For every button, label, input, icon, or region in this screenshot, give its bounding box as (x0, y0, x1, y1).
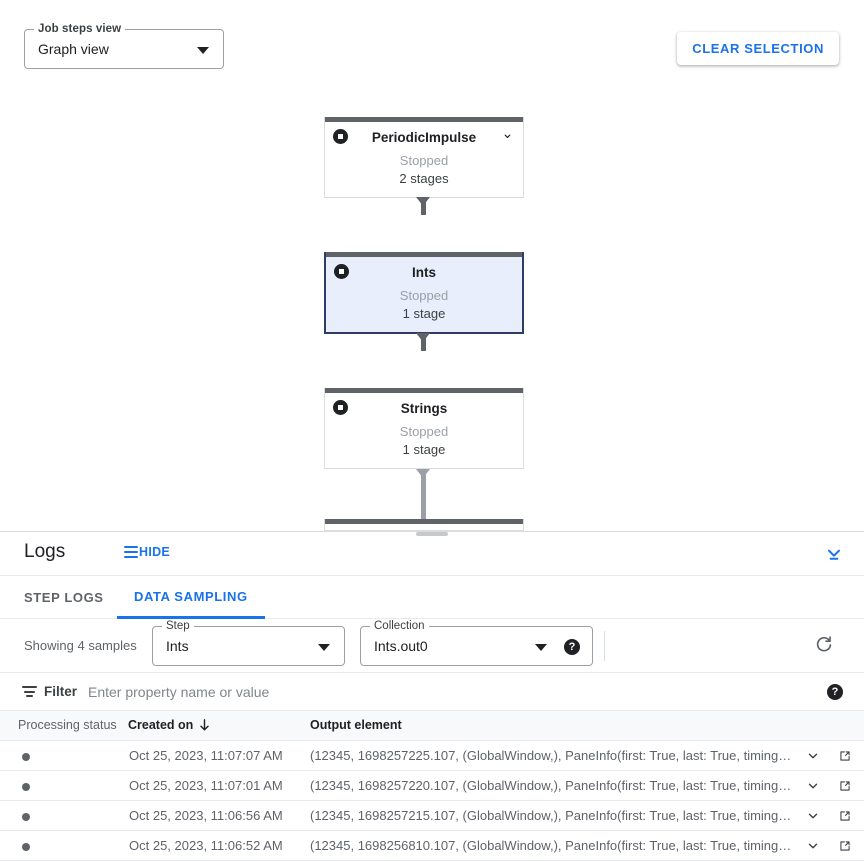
node-title: PeriodicImpulse (371, 129, 477, 145)
cell-created-on: Oct 25, 2023, 11:07:07 AM (129, 748, 283, 763)
filter-bar: Filter ? (0, 673, 864, 711)
hide-logs-label: HIDE (139, 545, 171, 559)
column-header-processing-status[interactable]: Processing status (18, 718, 117, 732)
cell-output-element: (12345, 1698256810.107, (GlobalWindow,),… (310, 838, 792, 853)
help-icon[interactable]: ? (827, 684, 843, 700)
status-badge (22, 753, 30, 761)
sort-descending-icon[interactable] (196, 717, 213, 734)
node-top-accent-bar (325, 519, 523, 524)
collection-select-value: Ints.out0 (374, 638, 428, 654)
chevron-down-icon (318, 644, 330, 651)
cell-output-element: (12345, 1698257215.107, (GlobalWindow,),… (310, 808, 792, 823)
open-in-new-icon[interactable] (838, 839, 852, 853)
graph-edge-1 (421, 197, 426, 215)
step-select-value: Ints (166, 638, 189, 654)
filter-icon (22, 686, 37, 697)
panel-resize-handle[interactable] (416, 532, 448, 536)
node-status: Stopped (399, 288, 449, 303)
toolbar-divider (604, 631, 605, 661)
cell-created-on: Oct 25, 2023, 11:06:56 AM (129, 808, 283, 823)
cell-created-on: Oct 25, 2023, 11:07:01 AM (129, 778, 283, 793)
graph-node-periodicimpulse[interactable]: PeriodicImpulse Stopped 2 stages (324, 117, 524, 198)
node-stages: 1 stage (402, 306, 446, 321)
step-select[interactable]: Step Ints (152, 619, 345, 666)
graph-edge-arrow-1 (416, 197, 430, 206)
status-badge (22, 813, 30, 821)
column-header-created-on[interactable]: Created on (128, 718, 194, 732)
filter-input[interactable] (86, 681, 786, 703)
chevron-down-icon[interactable] (806, 779, 820, 793)
node-top-accent-bar (326, 252, 522, 257)
list-icon (124, 546, 138, 558)
logs-tabs: STEP LOGS DATA SAMPLING (0, 576, 864, 619)
refresh-icon[interactable] (813, 634, 837, 658)
table-row[interactable]: Oct 25, 2023, 11:06:56 AM (12345, 169825… (0, 801, 864, 831)
logs-panel: Logs HIDE STEP LOGS DATA SAMPLING Showin… (0, 531, 864, 861)
open-in-new-icon[interactable] (838, 779, 852, 793)
status-badge (22, 783, 30, 791)
chevron-down-icon (197, 47, 209, 54)
stopped-status-icon (333, 129, 348, 144)
job-graph-canvas[interactable]: Job steps view Graph view CLEAR SELECTIO… (0, 0, 864, 531)
status-badge (22, 843, 30, 851)
graph-edge-arrow-2 (416, 333, 430, 342)
collection-select-label: Collection (370, 619, 429, 633)
samples-table: Processing status Created on Output elem… (0, 711, 864, 861)
help-icon[interactable]: ? (564, 639, 580, 655)
node-stages: 2 stages (399, 171, 449, 186)
chevron-down-icon[interactable] (806, 749, 820, 763)
logs-title: Logs (24, 541, 66, 562)
graph-edge-3b (421, 478, 426, 523)
graph-edge-arrow-3 (416, 469, 430, 478)
chevron-down-icon[interactable] (502, 131, 513, 142)
cell-created-on: Oct 25, 2023, 11:06:52 AM (129, 838, 283, 853)
open-in-new-icon[interactable] (838, 809, 852, 823)
step-select-label: Step (162, 619, 194, 633)
node-title: Strings (400, 400, 448, 416)
data-sampling-controls: Showing 4 samples Step Ints Collection I… (0, 619, 864, 673)
hide-logs-button[interactable]: HIDE (124, 545, 170, 559)
tab-data-sampling[interactable]: DATA SAMPLING (117, 576, 265, 619)
node-top-accent-bar (325, 117, 523, 122)
table-header-row: Processing status Created on Output elem… (0, 711, 864, 741)
node-stages: 1 stage (402, 442, 446, 457)
chevron-down-icon[interactable] (806, 839, 820, 853)
chevron-down-icon (535, 644, 547, 651)
tab-step-logs[interactable]: STEP LOGS (24, 590, 104, 605)
graph-node-partial[interactable] (324, 519, 524, 531)
clear-selection-button[interactable]: CLEAR SELECTION (677, 32, 839, 65)
job-steps-view-value: Graph view (38, 41, 109, 57)
filter-label: Filter (44, 684, 78, 699)
node-status: Stopped (399, 424, 449, 439)
job-steps-view-select[interactable]: Job steps view Graph view (24, 22, 224, 69)
cell-output-element: (12345, 1698257225.107, (GlobalWindow,),… (310, 748, 792, 763)
table-row[interactable]: Oct 25, 2023, 11:06:52 AM (12345, 169825… (0, 831, 864, 861)
table-row[interactable]: Oct 25, 2023, 11:07:07 AM (12345, 169825… (0, 741, 864, 771)
collapse-panel-icon[interactable] (822, 542, 846, 566)
chevron-down-icon[interactable] (806, 809, 820, 823)
graph-node-ints[interactable]: Ints Stopped 1 stage (324, 252, 524, 334)
node-top-accent-bar (325, 388, 523, 393)
open-in-new-icon[interactable] (838, 749, 852, 763)
logs-panel-header: Logs HIDE (0, 532, 864, 576)
sample-count-text: Showing 4 samples (24, 638, 137, 653)
table-row[interactable]: Oct 25, 2023, 11:07:01 AM (12345, 169825… (0, 771, 864, 801)
collection-select[interactable]: Collection Ints.out0 ? (360, 619, 593, 666)
stopped-status-icon (334, 264, 349, 279)
node-status: Stopped (399, 153, 449, 168)
graph-node-strings[interactable]: Strings Stopped 1 stage (324, 388, 524, 469)
job-steps-view-label: Job steps view (34, 22, 126, 36)
node-title: Ints (411, 264, 436, 280)
graph-edge-2 (421, 333, 426, 351)
stopped-status-icon (333, 400, 348, 415)
cell-output-element: (12345, 1698257220.107, (GlobalWindow,),… (310, 778, 792, 793)
column-header-output-element[interactable]: Output element (310, 718, 402, 732)
